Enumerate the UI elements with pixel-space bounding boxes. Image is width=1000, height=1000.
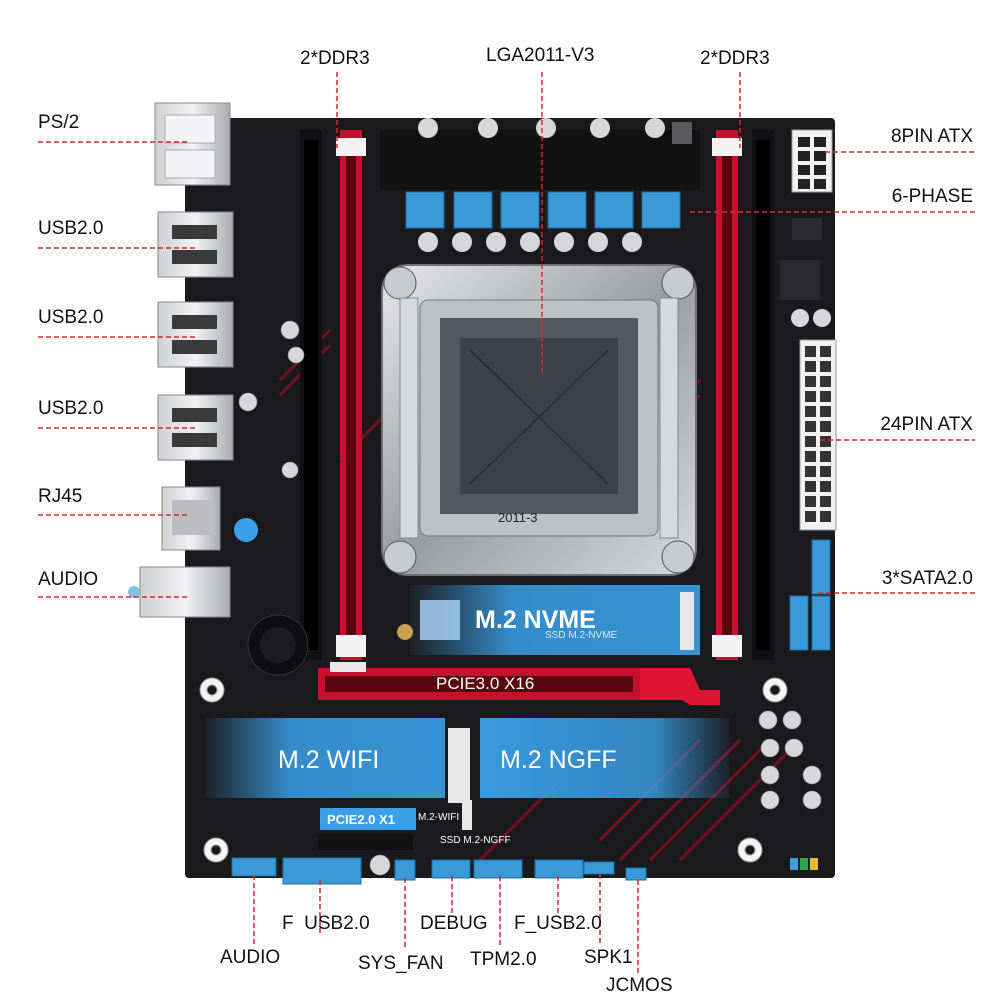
label-phase: 6-PHASE — [891, 186, 973, 207]
label-sata: 3*SATA2.0 — [881, 568, 973, 589]
label-atx24: 24PIN ATX — [880, 414, 973, 435]
label-jcmos: JCMOS — [606, 975, 673, 996]
cmos-battery — [234, 518, 309, 676]
label-f-usb: F USB2.0 — [282, 913, 370, 934]
label-usb-3: USB2.0 — [38, 398, 104, 419]
label-ddr3-right: 2*DDR3 — [700, 48, 770, 69]
m2-nvme-silk: SSD M.2-NVME — [545, 630, 618, 641]
m2-nvme-area: SSD M.2-NVME — [397, 585, 700, 655]
pcie-x1-slot — [318, 808, 416, 850]
leader-lines — [38, 72, 975, 975]
label-ddr3-left: 2*DDR3 — [300, 48, 370, 69]
atx8-connector — [791, 129, 833, 193]
vrm-area — [380, 118, 700, 252]
pcie-x1-label: PCIE2.0 X1 — [327, 812, 395, 827]
socket-silkscreen: 2011-3 — [498, 510, 538, 525]
label-audio-front: AUDIO — [220, 947, 281, 968]
vrm-chokes — [405, 191, 681, 229]
label-atx8: 8PIN ATX — [890, 126, 973, 147]
m2-ngff-silk: SSD M.2-NGFF — [440, 835, 511, 846]
m2-nvme-label: M.2 NVME — [475, 606, 596, 634]
m2-ngff-label: M.2 NGFF — [500, 746, 617, 774]
label-debug: DEBUG — [420, 913, 488, 934]
label-audio-rear: AUDIO — [38, 569, 99, 590]
m2-wifi-area: M.2-WIFI — [205, 718, 470, 823]
label-usb-2: USB2.0 — [38, 307, 104, 328]
usb-port-1 — [157, 211, 234, 278]
right-components — [780, 218, 831, 327]
pcie-x16-slot — [318, 662, 720, 705]
m2-wifi-silk: M.2-WIFI — [418, 812, 459, 823]
label-spk: SPK1 — [584, 947, 633, 968]
capacitors — [238, 320, 822, 876]
m2-wifi-label: M.2 WIFI — [278, 746, 379, 774]
sata-ports — [789, 539, 831, 651]
label-socket: LGA2011-V3 — [486, 45, 595, 66]
cpu-socket — [381, 264, 697, 576]
pcie-x16-label: PCIE3.0 X16 — [436, 674, 534, 693]
dimm-slots — [300, 130, 774, 660]
label-f-usb2: F_USB2.0 — [514, 913, 602, 934]
rear-io — [128, 102, 234, 618]
m2-ngff-area: SSD M.2-NGFF — [440, 718, 730, 846]
front-panel-leds — [790, 858, 818, 870]
label-usb-1: USB2.0 — [38, 218, 104, 239]
atx24-connector — [799, 339, 837, 531]
label-ps2: PS/2 — [38, 112, 80, 133]
label-sys-fan: SYS_FAN — [358, 953, 444, 974]
bottom-headers — [231, 857, 647, 885]
usb-port-2 — [157, 301, 234, 368]
audio-port — [139, 566, 231, 618]
label-rj45: RJ45 — [38, 486, 83, 507]
label-tpm: TPM2.0 — [470, 949, 537, 970]
mounting-holes — [199, 677, 788, 863]
